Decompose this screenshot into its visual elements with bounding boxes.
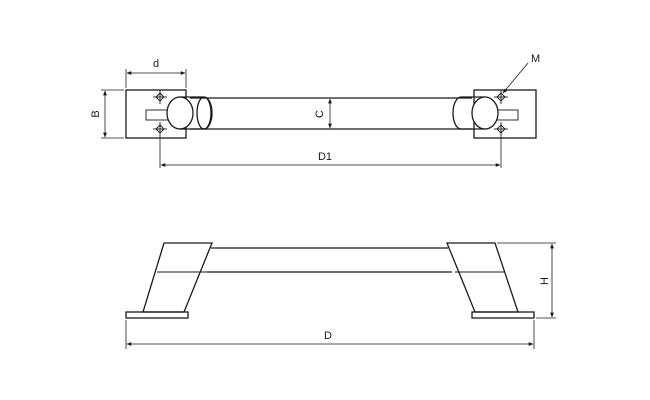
dimension-d-total: D: [125, 320, 535, 349]
right-leg: [446, 242, 519, 313]
right-tube-end: [471, 96, 499, 130]
left-leg: [142, 242, 213, 313]
right-tube-collar: [452, 96, 485, 130]
left-screw-holes: [153, 90, 167, 136]
dimension-c: C: [314, 98, 332, 129]
dimension-d1: D1: [159, 136, 502, 168]
dimension-m: M: [502, 53, 540, 94]
left-tube-end: [166, 96, 194, 130]
dimension-b: B: [90, 89, 124, 139]
label-b: B: [90, 110, 102, 117]
dimension-h: H: [497, 242, 556, 319]
dimension-d: d: [125, 58, 187, 88]
label-m: M: [531, 53, 540, 65]
label-h: H: [539, 277, 551, 285]
label-c: C: [314, 110, 326, 118]
right-foot: [471, 311, 535, 319]
label-d-total: D: [324, 330, 332, 342]
label-d: d: [153, 58, 159, 70]
label-d1: D1: [318, 151, 332, 163]
top-view: d M B C D1: [90, 53, 540, 168]
side-view: H D: [125, 242, 556, 349]
left-foot: [125, 311, 189, 319]
left-tube-inner: [196, 96, 212, 130]
right-screw-holes: [494, 90, 508, 136]
